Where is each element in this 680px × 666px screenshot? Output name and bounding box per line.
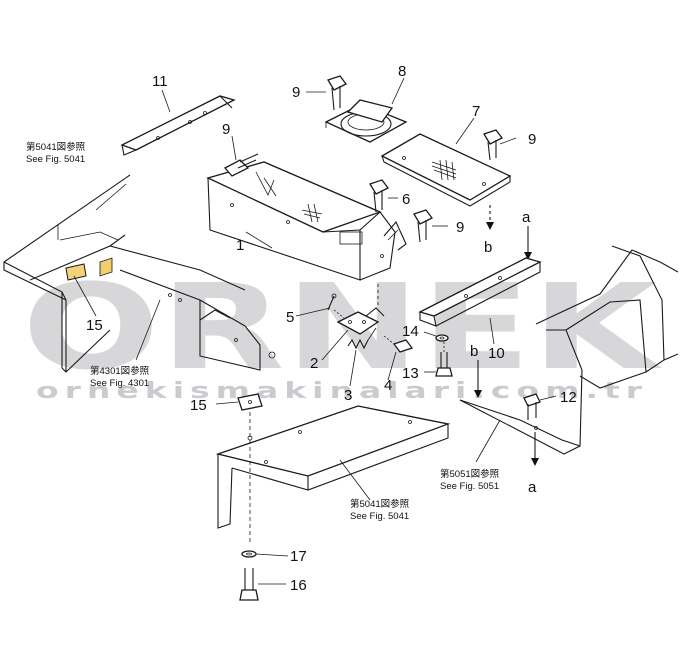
- callout-9-mid: 9: [456, 219, 464, 236]
- watermark-logo: ORNEK: [22, 258, 663, 396]
- bolt-9-top: [327, 75, 347, 111]
- callout-4: 4: [384, 377, 392, 394]
- label-a-top: a: [522, 209, 531, 226]
- bolt-16: [239, 568, 259, 601]
- callout-17: 17: [290, 548, 307, 565]
- callout-3: 3: [344, 387, 352, 404]
- seal-plate-8: [324, 99, 408, 143]
- bolt-12: [523, 393, 541, 420]
- latch-2: [336, 307, 385, 335]
- label-b-mid: b: [470, 343, 478, 360]
- callout-9-frame: 9: [222, 121, 230, 138]
- callout-9-top: 9: [292, 84, 300, 101]
- callout-11: 11: [152, 73, 168, 90]
- cab-outline: [459, 245, 679, 455]
- bolt-9-mid: [413, 209, 433, 243]
- strip-11: [120, 95, 236, 156]
- label-a-bottom: a: [528, 479, 537, 496]
- bolt-9-right: [483, 129, 503, 161]
- bracket-15-lower: [237, 393, 263, 411]
- bracket-15-upper: [65, 257, 113, 281]
- callout-10: 10: [488, 345, 505, 362]
- callout-2: 2: [310, 355, 318, 372]
- ref-5051-jp: 第5051図参照: [440, 468, 500, 480]
- bottom-floor-plate: [215, 405, 451, 529]
- ref-5041-bottom-en: See Fig. 5041: [350, 511, 409, 522]
- callout-9-right: 9: [528, 131, 536, 148]
- ref-5041-top-en: See Fig. 5041: [26, 154, 85, 165]
- callout-8: 8: [398, 63, 406, 80]
- left-floor-plate: [3, 174, 276, 373]
- rail-10: [418, 257, 542, 327]
- callout-7: 7: [472, 103, 480, 120]
- callout-6: 6: [402, 191, 410, 208]
- ref-4301-en: See Fig. 4301: [90, 378, 149, 389]
- callout-12: 12: [560, 389, 577, 406]
- callout-14: 14: [402, 323, 419, 340]
- callout-15-lower: 15: [190, 397, 207, 414]
- pin-5: [327, 293, 345, 319]
- callouts: 11 8 9 7 9 9 6 9 1 5 2 3 4 14 13 10 12 1…: [86, 63, 577, 594]
- bolt-6: [369, 179, 389, 213]
- watermark-url: ornekismakinalari.com.tr: [36, 379, 648, 404]
- bracket-near-6: [383, 220, 407, 251]
- ref-5051-en: See Fig. 5051: [440, 481, 499, 492]
- bolt-9-frame: [223, 153, 259, 177]
- callout-13: 13: [402, 365, 419, 382]
- bolt-13: [435, 352, 453, 377]
- leader-lines: [73, 77, 557, 585]
- callout-1: 1: [236, 237, 244, 254]
- callout-15-upper: 15: [86, 317, 103, 334]
- washer-14: [435, 334, 449, 342]
- reference-notes: 第5041図参照 See Fig. 5041 第4301図参照 See Fig.…: [26, 141, 500, 522]
- pin-4: [383, 335, 414, 353]
- callout-16: 16: [290, 577, 307, 594]
- ref-4301-jp: 第4301図参照: [90, 365, 150, 377]
- ref-5041-top-jp: 第5041図参照: [26, 141, 86, 153]
- label-b-top: b: [484, 239, 492, 256]
- washer-17: [241, 550, 257, 558]
- cover-plate-7: [380, 133, 512, 207]
- spring-3: [347, 327, 377, 350]
- ref-5041-bottom-jp: 第5041図参照: [350, 498, 410, 510]
- callout-5: 5: [286, 309, 294, 326]
